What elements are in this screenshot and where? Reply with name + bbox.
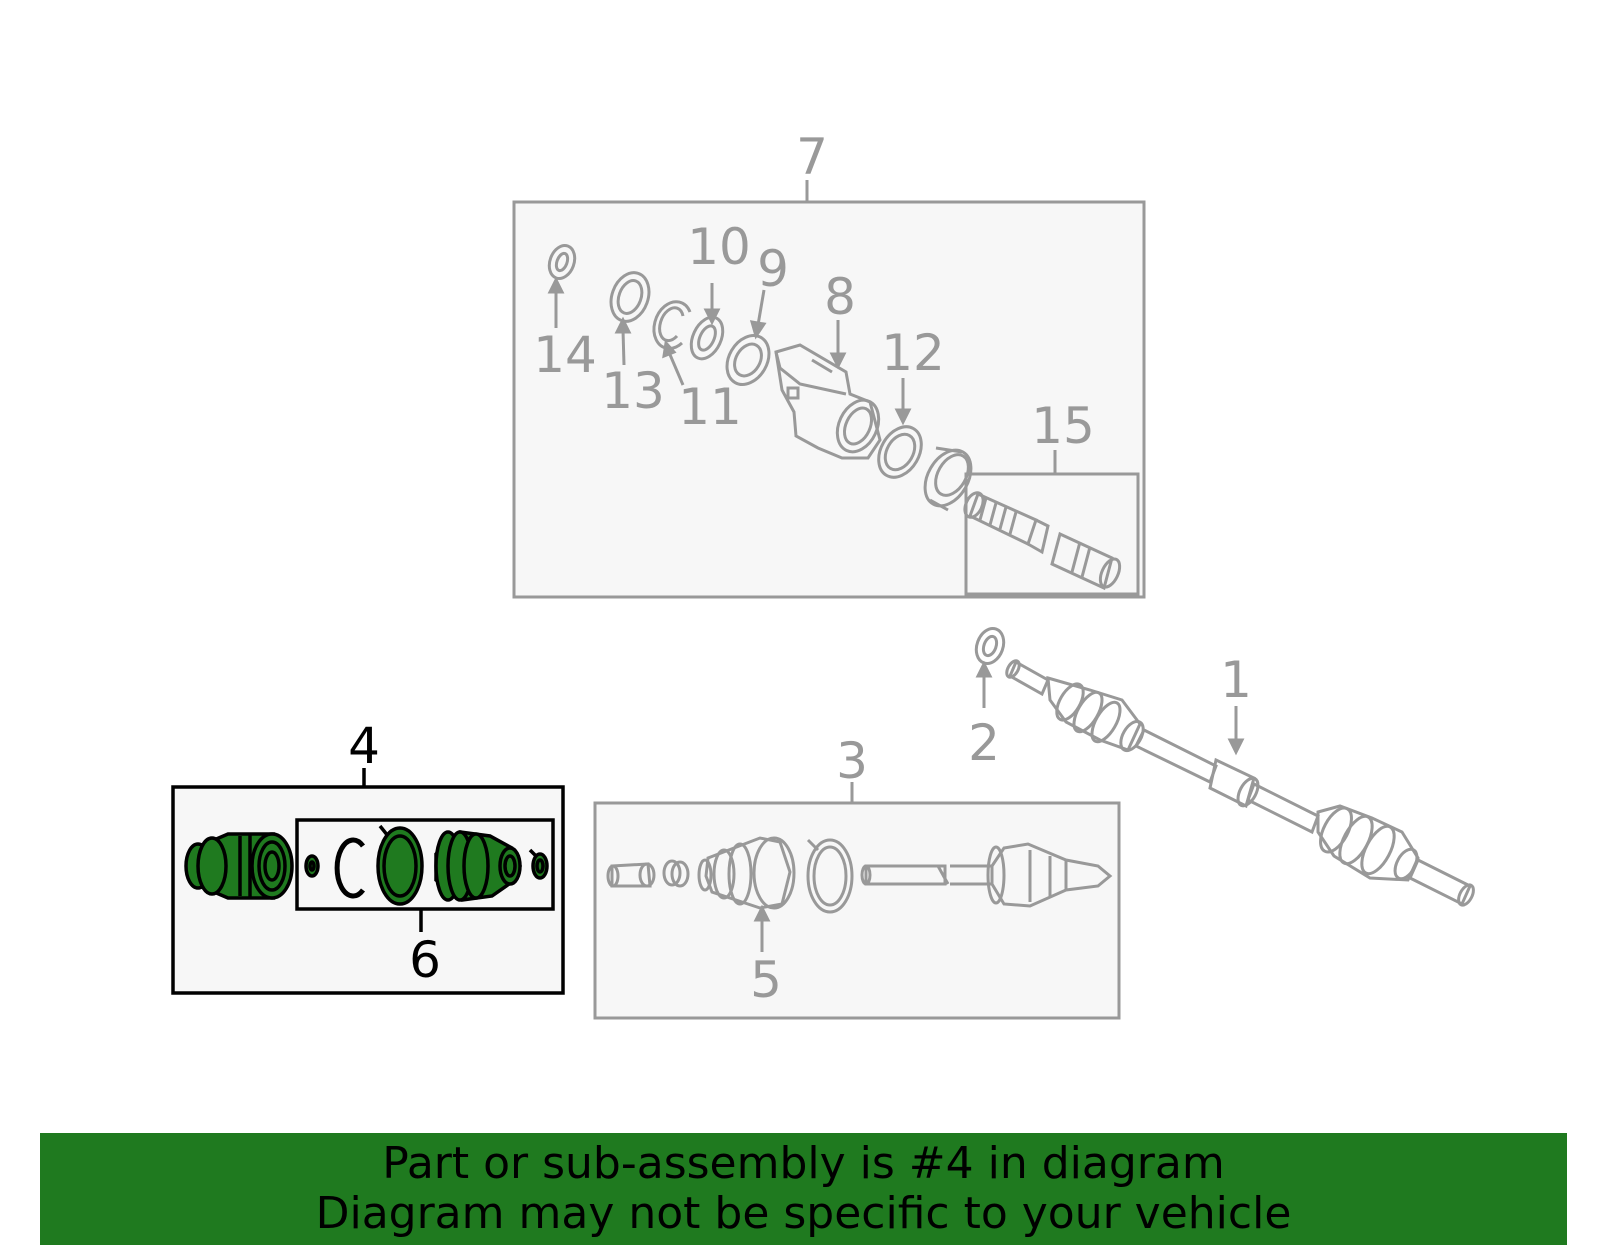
assembly-15-box — [964, 472, 1140, 596]
assembly-3 — [593, 782, 1121, 1020]
part-8-arrow — [829, 320, 847, 370]
callout-4: 4 — [348, 717, 380, 775]
part-15-inner-shaft[interactable] — [961, 490, 1123, 591]
part-2-arrow — [975, 660, 993, 708]
part-13-arrow — [614, 316, 632, 366]
part-9-arrow — [749, 289, 767, 340]
part-14-arrow — [547, 276, 565, 328]
callout-1: 1 — [1220, 651, 1252, 709]
part-1-axle-shaft[interactable] — [1004, 659, 1476, 908]
callout-13: 13 — [601, 362, 665, 420]
banner-line-2: Diagram may not be specific to your vehi… — [315, 1188, 1292, 1239]
part-8-bracket[interactable] — [774, 343, 887, 460]
callout-11: 11 — [678, 378, 742, 436]
assembly-1 — [972, 625, 1476, 908]
part-11-arrow — [662, 339, 685, 386]
callout-10: 10 — [687, 218, 751, 276]
callout-3: 3 — [836, 732, 868, 790]
part-5-arrow — [753, 904, 771, 952]
part-9-ring[interactable] — [719, 328, 778, 392]
callout-15: 15 — [1031, 397, 1095, 455]
part-10-arrow — [703, 283, 721, 326]
callout-9: 9 — [757, 240, 789, 298]
part-1-arrow — [1227, 706, 1245, 756]
part-4-inner-housing[interactable] — [184, 832, 294, 900]
callout-5: 5 — [750, 951, 782, 1009]
callout-14: 14 — [533, 326, 597, 384]
assembly-7 — [512, 180, 1146, 599]
retainer-clip — [923, 446, 973, 512]
part-2-snap-ring[interactable] — [972, 625, 1009, 668]
callout-8: 8 — [824, 268, 856, 326]
part-10-washer[interactable] — [685, 312, 729, 364]
callouts: 1 2 3 4 5 6 7 8 9 10 11 12 13 14 15 — [348, 128, 1252, 1009]
info-banner: Part or sub-assembly is #4 in diagram Di… — [40, 1133, 1567, 1245]
part-12-ring[interactable] — [870, 419, 930, 485]
part-6-boot-kit[interactable] — [304, 824, 549, 906]
part-3-parts[interactable] — [606, 836, 1113, 914]
callout-2: 2 — [968, 714, 1000, 772]
callout-12: 12 — [881, 324, 945, 382]
part-12-arrow — [894, 378, 912, 426]
callout-6: 6 — [409, 931, 441, 989]
banner-line-1: Part or sub-assembly is #4 in diagram — [382, 1138, 1225, 1189]
callout-7: 7 — [796, 128, 828, 186]
assembly-3-box — [593, 801, 1121, 1020]
assembly-4 — [171, 768, 565, 995]
